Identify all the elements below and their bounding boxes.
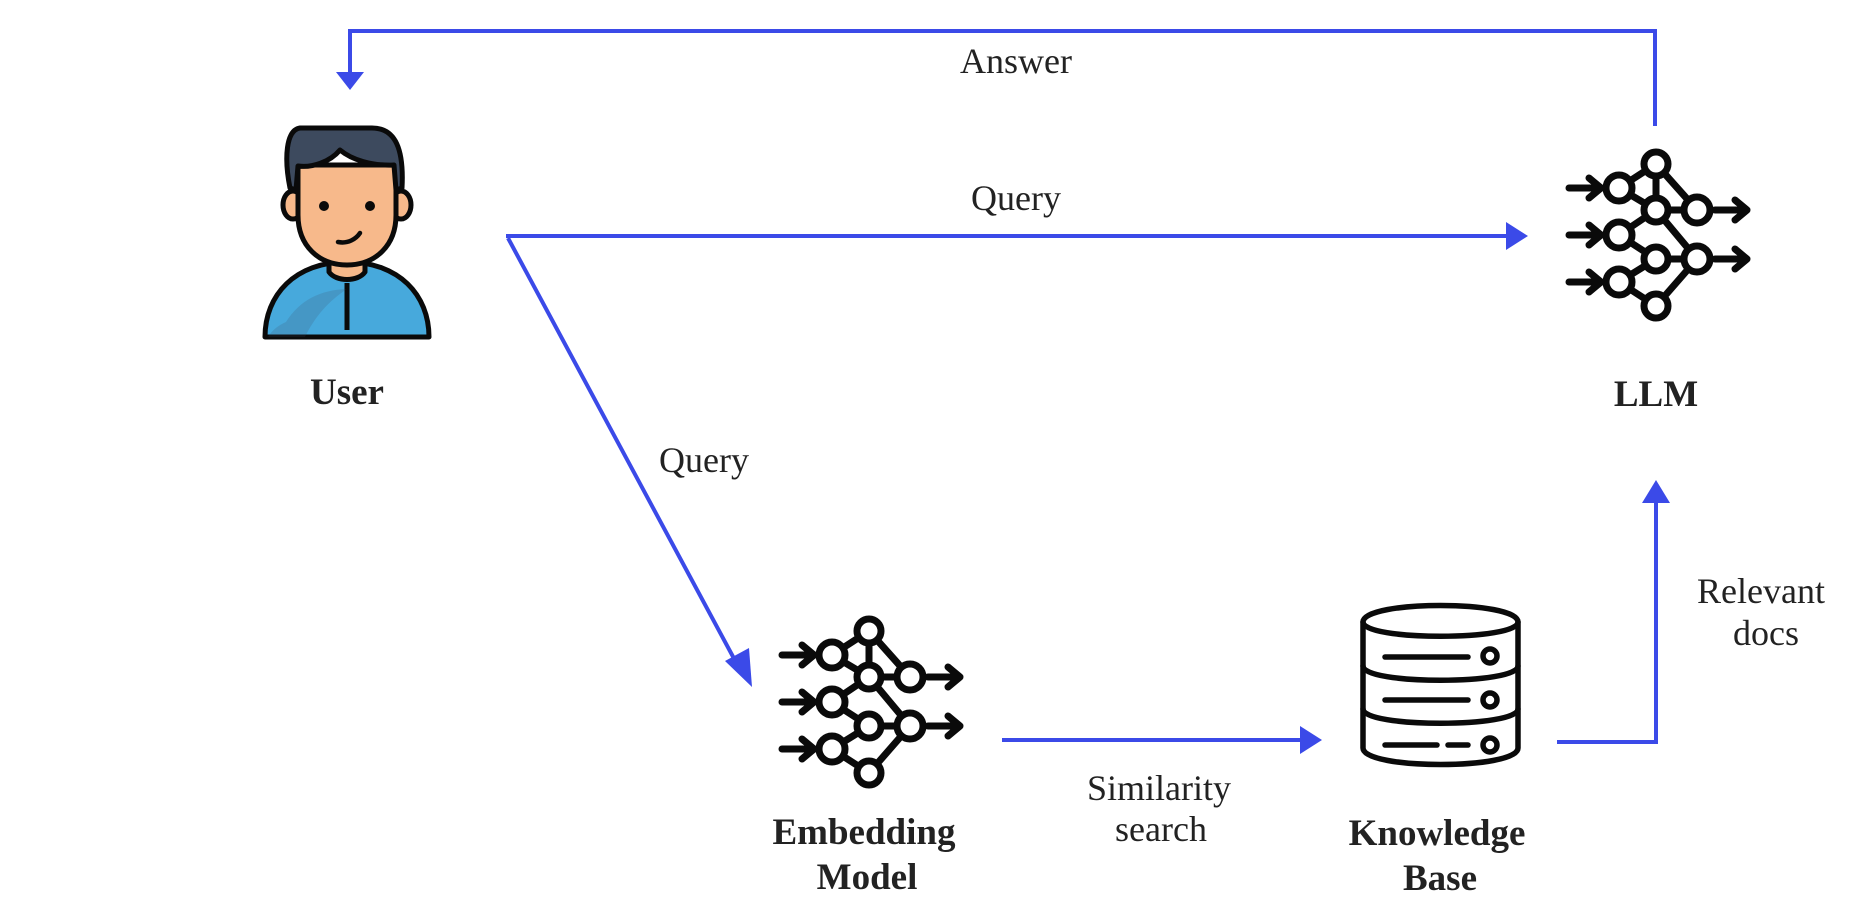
answer-arrow	[336, 29, 1657, 126]
relevant-docs-label-line1: Relevant	[1697, 571, 1825, 611]
database-icon	[1360, 602, 1521, 768]
knowledge-base-label-line1: Knowledge	[1349, 813, 1526, 854]
embedding-label-line1: Embedding	[772, 812, 956, 853]
embedding-label-line2: Model	[817, 857, 918, 898]
query-to-llm-arrow	[506, 222, 1528, 250]
answer-label: Answer	[960, 41, 1072, 81]
query-to-llm-label: Query	[971, 178, 1061, 218]
user-label: User	[310, 372, 384, 413]
knowledge-base-node: Knowledge Base	[1349, 602, 1526, 899]
relevant-docs-label-line2: docs	[1733, 613, 1799, 653]
similarity-search-label-line1: Similarity	[1087, 768, 1231, 808]
user-avatar-icon	[262, 125, 432, 340]
relevant-docs-arrow	[1557, 480, 1670, 744]
embedding-model-node: Embedding Model	[772, 619, 960, 898]
similarity-search-arrow	[1002, 726, 1322, 754]
query-to-embedding-arrow	[506, 237, 752, 687]
llm-neural-network-icon	[1569, 152, 1747, 318]
query-to-embedding-label: Query	[659, 440, 749, 480]
llm-label: LLM	[1614, 374, 1698, 415]
knowledge-base-label-line2: Base	[1403, 858, 1477, 899]
user-node: User	[262, 125, 432, 413]
similarity-search-label-line2: search	[1115, 809, 1207, 849]
embedding-neural-network-icon	[782, 619, 960, 785]
llm-node: LLM	[1569, 152, 1747, 415]
